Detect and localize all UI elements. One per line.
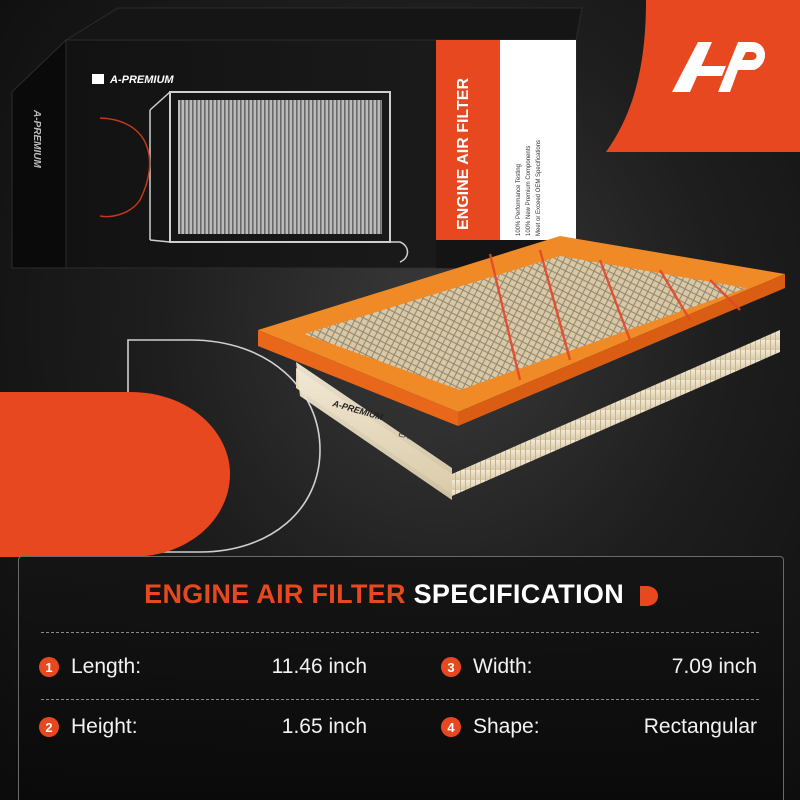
specification-panel: ENGINE AIR FILTER SPECIFICATION 1 Length… bbox=[18, 556, 784, 800]
spec-number-badge: 4 bbox=[441, 717, 461, 737]
spec-divider-middle bbox=[41, 699, 759, 700]
box-label-title: ENGINE AIR FILTER bbox=[455, 78, 472, 230]
spec-value: Rectangular bbox=[643, 715, 757, 738]
spec-row-shape: 4 Shape: Rectangular bbox=[441, 712, 757, 742]
box-label-line-1: 100% Performance Testing bbox=[516, 164, 522, 236]
spec-number-badge: 2 bbox=[39, 717, 59, 737]
spec-label: Length: bbox=[71, 655, 142, 678]
spec-row-height: 2 Height: 1.65 inch bbox=[39, 712, 367, 742]
spec-divider-top bbox=[41, 632, 759, 633]
spec-value: 1.65 inch bbox=[281, 715, 367, 738]
title-marker-icon bbox=[639, 585, 658, 606]
decorative-outline-shape bbox=[127, 339, 321, 553]
spec-value: 11.46 inch bbox=[271, 655, 367, 678]
product-box-illustration: A-PREMIUM ENGINE AIR FILTER A-PREMIUM 10… bbox=[11, 7, 583, 269]
spec-title-accent: ENGINE AIR FILTER bbox=[144, 579, 406, 609]
box-label-line-2: 100% New Premium Components bbox=[526, 146, 532, 236]
brand-logo-icon bbox=[672, 42, 766, 92]
specification-title: ENGINE AIR FILTER SPECIFICATION bbox=[19, 579, 783, 610]
spec-number-badge: 3 bbox=[441, 657, 461, 677]
spec-row-width: 3 Width: 7.09 inch bbox=[441, 652, 757, 682]
spec-row-length: 1 Length: 11.46 inch bbox=[39, 652, 367, 682]
box-side-brand: A-PREMIUM bbox=[31, 109, 42, 168]
box-label-line-3: Meet or Exceed OEM Specifications bbox=[536, 140, 542, 236]
spec-value: 7.09 inch bbox=[671, 655, 757, 678]
spec-title-rest: SPECIFICATION bbox=[413, 579, 625, 609]
spec-label: Shape: bbox=[473, 715, 540, 738]
air-filter-product: A-PREMIUM EAF99480-C bbox=[258, 236, 785, 500]
box-brand-text: A-PREMIUM bbox=[109, 74, 174, 86]
spec-label: Width: bbox=[473, 655, 533, 678]
spec-label: Height: bbox=[71, 715, 138, 738]
spec-number-badge: 1 bbox=[39, 657, 59, 677]
decorative-orange-shape bbox=[0, 392, 230, 557]
